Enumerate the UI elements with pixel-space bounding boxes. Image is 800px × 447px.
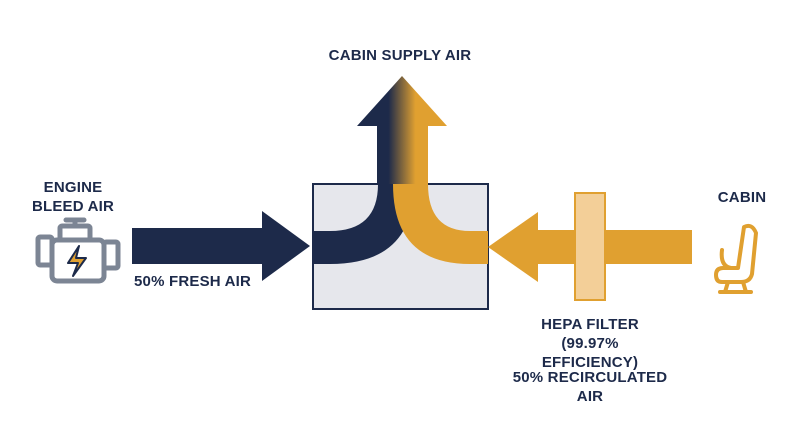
hepa-filter-label: HEPA FILTER (99.97% EFFICIENCY) — [500, 315, 680, 372]
hepa-filter-line1: HEPA FILTER — [541, 316, 639, 333]
engine-label-line1: ENGINE — [43, 179, 103, 196]
recirculated-line2: AIR — [576, 388, 604, 405]
hepa-filter-line3: EFFICIENCY) — [541, 354, 639, 371]
engine-label-line2: BLEED AIR — [31, 198, 115, 215]
airplane-seat-icon — [714, 223, 758, 294]
engine-lightning-icon — [35, 217, 121, 284]
fresh-air-label: 50% FRESH AIR — [134, 273, 252, 290]
cabin-label: CABIN — [717, 189, 767, 206]
engine-bleed-air-label: ENGINE BLEED AIR — [8, 178, 138, 216]
fresh-air-curve — [313, 184, 414, 264]
hepa-filter — [574, 192, 606, 301]
cabin-supply-arrow — [357, 76, 447, 184]
hepa-filter-line2: (99.97% — [561, 335, 619, 352]
recirculated-air-label: 50% RECIRCULATED AIR — [490, 368, 690, 406]
cabin-supply-air-title: CABIN SUPPLY AIR — [328, 47, 472, 64]
fresh-air-arrow — [132, 211, 310, 281]
recirculated-line1: 50% RECIRCULATED — [512, 369, 668, 386]
recirculated-air-curve — [393, 184, 488, 264]
